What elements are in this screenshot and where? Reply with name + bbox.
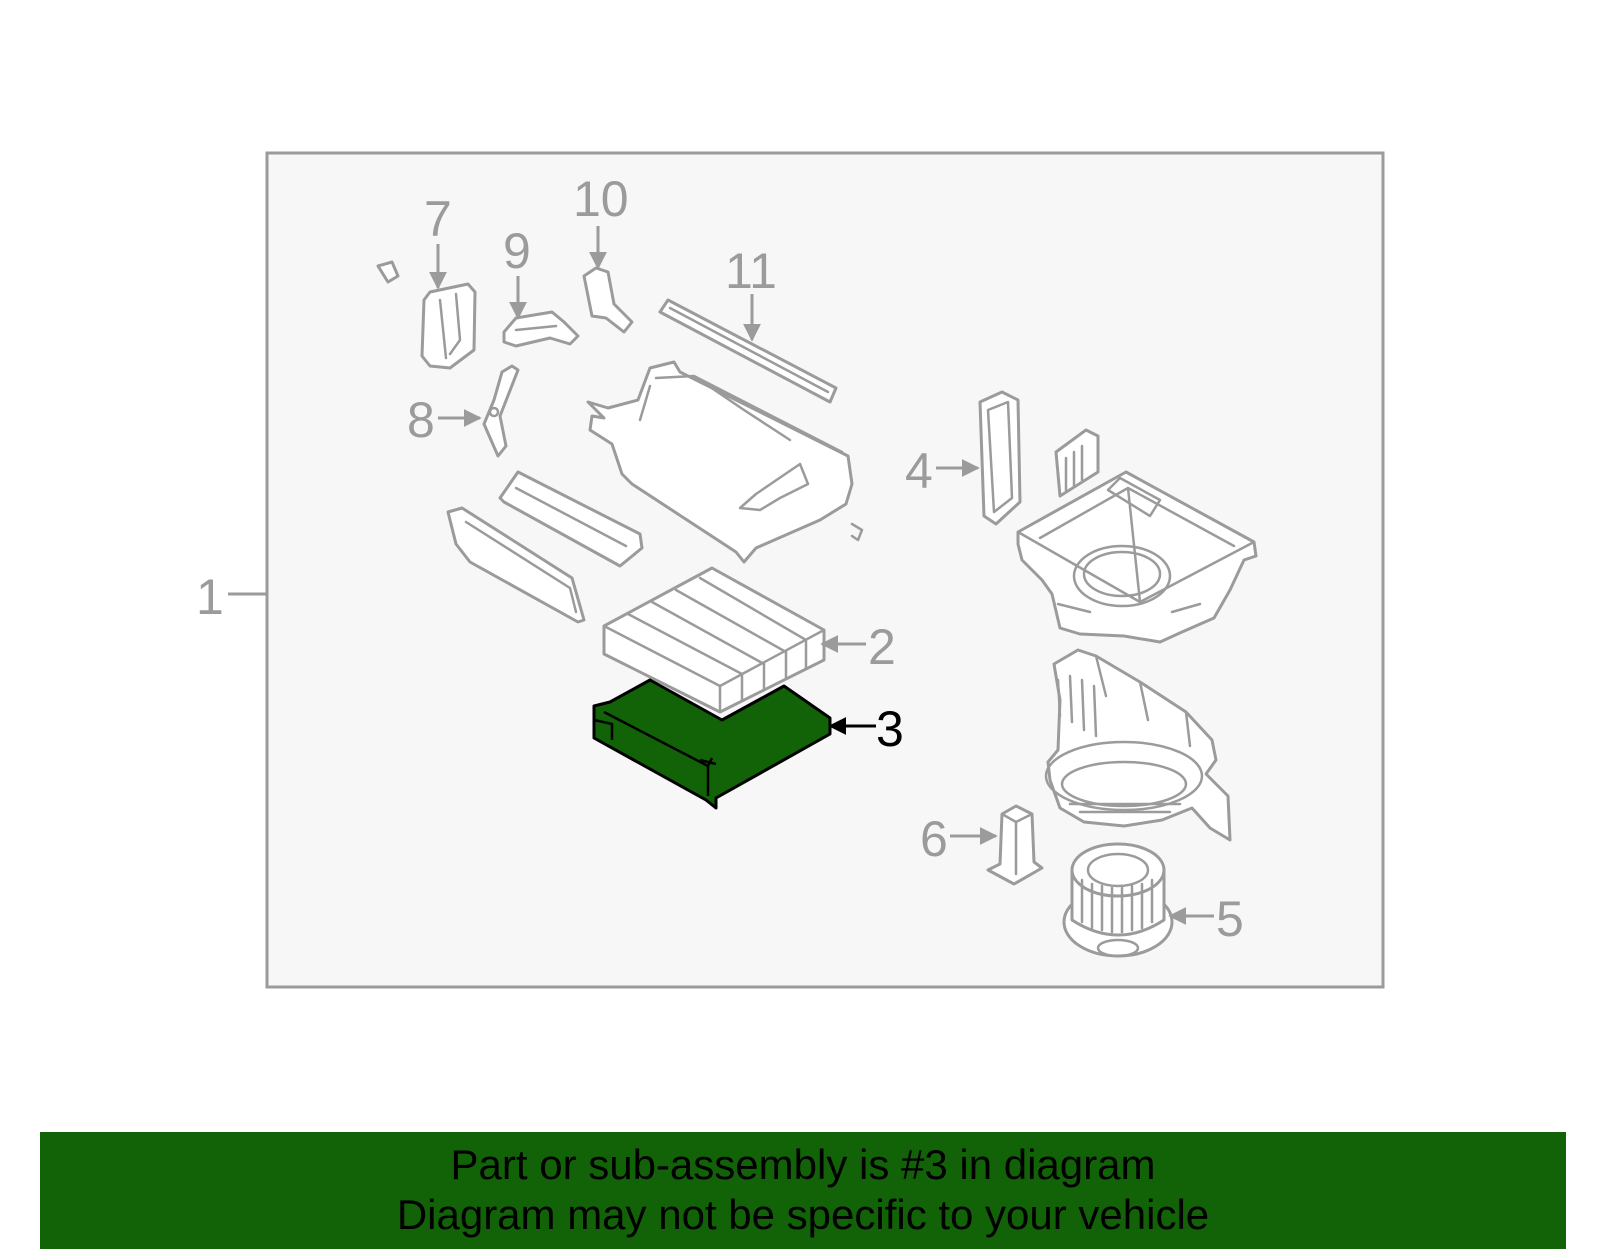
part-2-air-filter[interactable] [602, 566, 826, 714]
blower-housing-lower [1044, 648, 1232, 842]
part-5-blower-motor[interactable] [1062, 842, 1174, 958]
part-9-duct-piece[interactable] [502, 310, 580, 348]
callout-1[interactable]: 1 [196, 569, 224, 625]
part-8-bracket[interactable] [482, 364, 520, 458]
part-4-gasket[interactable] [978, 390, 1022, 526]
part-6-resistor[interactable] [986, 804, 1044, 886]
callout-2[interactable]: 2 [868, 619, 896, 675]
banner-line-1: Part or sub-assembly is #3 in diagram [450, 1141, 1156, 1188]
callout-5[interactable]: 5 [1216, 891, 1244, 947]
banner-line-2: Diagram may not be specific to your vehi… [396, 1191, 1210, 1238]
callout-8[interactable]: 8 [407, 392, 435, 448]
callout-7[interactable]: 7 [424, 191, 452, 247]
duct-panel-lower [446, 506, 586, 624]
callout-10[interactable]: 10 [573, 171, 629, 227]
duct-panel-upper [498, 470, 644, 568]
blower-case-upper [1016, 428, 1258, 644]
callout-9[interactable]: 9 [503, 223, 531, 279]
callout-4[interactable]: 4 [905, 443, 933, 499]
callout-3[interactable]: 3 [876, 701, 904, 757]
part-7-bracket[interactable] [376, 260, 477, 370]
heater-housing [586, 360, 864, 564]
info-banner: Part or sub-assembly is #3 in diagram Di… [40, 1132, 1566, 1249]
callout-11[interactable]: 11 [725, 243, 777, 299]
callout-6[interactable]: 6 [920, 811, 948, 867]
part-11-seal-strip[interactable] [658, 298, 838, 404]
